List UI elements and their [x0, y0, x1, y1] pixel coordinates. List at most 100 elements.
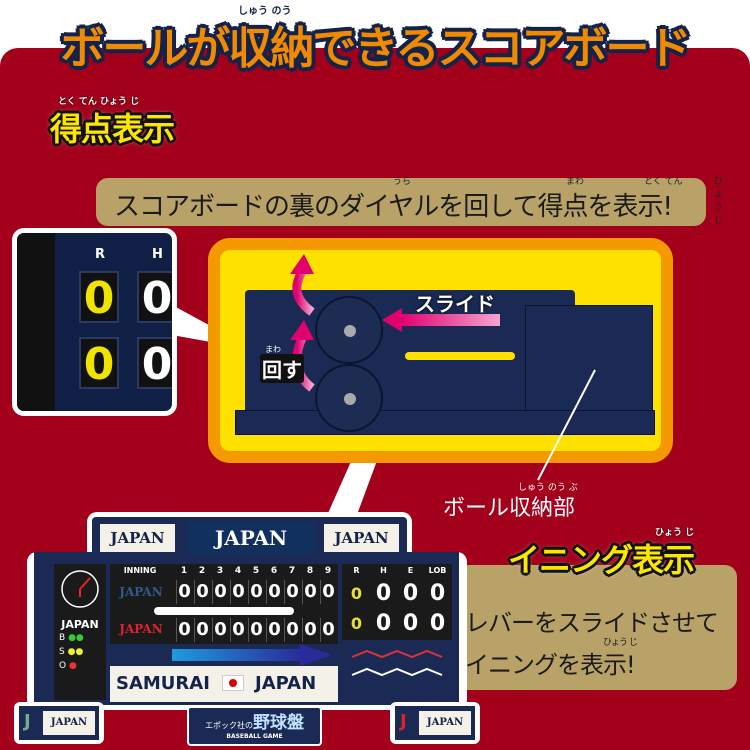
japan-flag-icon — [222, 675, 244, 691]
inning-number: 6 — [270, 566, 278, 576]
scoreboard-back — [235, 290, 655, 440]
arrows — [290, 254, 500, 392]
inning-description-line1: レバーをスライドさせて — [465, 609, 719, 637]
storage-ruby: しゅう のう ぶ — [518, 483, 578, 493]
wave-decoration — [351, 649, 443, 677]
inning-score: 0 — [266, 618, 282, 642]
rotate-arrow-icon — [290, 254, 314, 274]
out-label: O — [59, 661, 67, 671]
totals-h: 0 — [375, 611, 392, 636]
totals-header: LOB — [428, 566, 447, 575]
dial-top[interactable] — [315, 296, 383, 364]
top-center-plate: JAPAN — [187, 522, 315, 554]
totals-r: 0 — [350, 584, 363, 603]
ruby-hyouji: ひょう じ — [714, 177, 724, 226]
inning-score: 0 — [194, 618, 210, 642]
bottom-left-text: JAPAN — [43, 711, 95, 735]
totals-e: 0 — [402, 611, 419, 636]
dial-bottom[interactable] — [315, 364, 383, 432]
inning-number: 4 — [234, 566, 242, 576]
logo-main: 野球盤 — [253, 713, 304, 733]
inning-description-box: レバーをスライドさせて ひょう じ イニングを表示! — [455, 565, 737, 690]
slide-arrow-icon — [382, 308, 402, 332]
inning-score: 0 — [248, 580, 264, 604]
rotate-arrow-icon — [290, 320, 314, 340]
inning-number: 3 — [216, 566, 224, 576]
score-heading: 得点表示 — [50, 110, 175, 148]
bottom-right-plate: J JAPAN — [395, 706, 475, 740]
inning-score: 0 — [212, 580, 228, 604]
totals-header: H — [380, 566, 387, 575]
logo-sub: BASEBALL GAME — [226, 733, 283, 740]
totals-e: 0 — [402, 581, 419, 606]
inning-number: 5 — [252, 566, 260, 576]
score-heading-ruby: とく てん ひょう じ — [58, 97, 140, 107]
inning-score: 0 — [194, 580, 210, 604]
score-closeup: R H 0 0 0 0 — [12, 228, 177, 416]
inning-score: 0 — [230, 618, 246, 642]
score-description-box: うら まわ とく てん ひょう じ スコアボードの裏のダイヤルを回して得点を表示… — [96, 177, 723, 226]
inning-number: 9 — [324, 566, 332, 576]
j-logo: J — [24, 711, 31, 732]
inning-score: 0 — [176, 618, 192, 642]
inning-number: 2 — [198, 566, 206, 576]
inning-score: 0 — [320, 618, 336, 642]
team-home-name: JAPAN — [119, 622, 163, 636]
slide-label: スライド — [415, 292, 495, 316]
inning-score: 0 — [230, 580, 246, 604]
clock-panel: JAPAN B ●● S ●● O ● — [54, 564, 106, 700]
ruby-hyouji: ひょう じ — [603, 638, 638, 648]
inning-score: 0 — [266, 580, 282, 604]
scoreboard: JAPAN JAPAN JAPAN JAPAN B ●● S ●● O ● IN… — [12, 512, 480, 750]
back-view-box: まわ 回す スライド — [208, 238, 673, 463]
ruby-mawa: まわ — [566, 177, 585, 187]
j-logo: J — [400, 711, 407, 732]
totals-lob: 0 — [429, 581, 446, 606]
title-ruby: しゅう のう — [238, 6, 292, 17]
slider-slot[interactable] — [405, 352, 515, 360]
inning-score: 0 — [284, 580, 300, 604]
closeup-r-header: R — [95, 247, 106, 262]
slide-right-arrow-icon — [172, 644, 332, 666]
rotate-label: 回す — [260, 354, 304, 383]
logo-prefix: エポック社の — [205, 721, 253, 730]
inning-score: 0 — [302, 618, 318, 642]
inning-score: 0 — [248, 618, 264, 642]
inning-lever[interactable] — [154, 607, 294, 615]
rotate-ruby: まわ — [265, 345, 281, 354]
closeup-h-digit: 0 — [137, 271, 172, 324]
inning-number: 7 — [288, 566, 296, 576]
inning-number: 8 — [306, 566, 314, 576]
inning-score: 0 — [302, 580, 318, 604]
inning-score: 0 — [320, 580, 336, 604]
game-logo: エポック社の野球盤 BASEBALL GAME — [187, 706, 322, 746]
ruby-tokuten: とく てん — [644, 177, 683, 187]
totals-header: E — [407, 566, 414, 575]
clock-label: JAPAN — [61, 618, 99, 631]
inning-description-line2: イニングを表示! — [465, 651, 636, 679]
strike-label: S — [59, 647, 65, 657]
storage-label: ボール収納部 — [443, 496, 576, 521]
closeup-h-header: H — [152, 247, 163, 262]
totals-lob: 0 — [429, 611, 446, 636]
inning-score: 0 — [212, 618, 228, 642]
inning-number: 1 — [180, 566, 188, 576]
banner-left-text: SAMURAI — [116, 673, 210, 694]
closeup-h-digit: 0 — [137, 337, 172, 390]
ruby-ura: うら — [393, 177, 412, 187]
page-title: ボールが収納できるスコアボード — [60, 23, 691, 74]
inning-heading-ruby: ひょう じ — [655, 528, 695, 538]
top-right-plate: JAPAN — [324, 524, 399, 552]
inning-heading: イニング表示 — [508, 541, 695, 579]
totals-r: 0 — [350, 614, 363, 633]
closeup-r-digit: 0 — [79, 337, 119, 390]
closeup-r-digit: 0 — [79, 271, 119, 324]
inning-label: INNING — [123, 566, 157, 575]
bottom-left-plate: J JAPAN — [19, 706, 99, 740]
top-left-plate: JAPAN — [100, 524, 175, 552]
closeup-panel — [17, 233, 55, 411]
bottom-right-text: JAPAN — [419, 711, 471, 735]
team-away-name: JAPAN — [119, 585, 163, 599]
